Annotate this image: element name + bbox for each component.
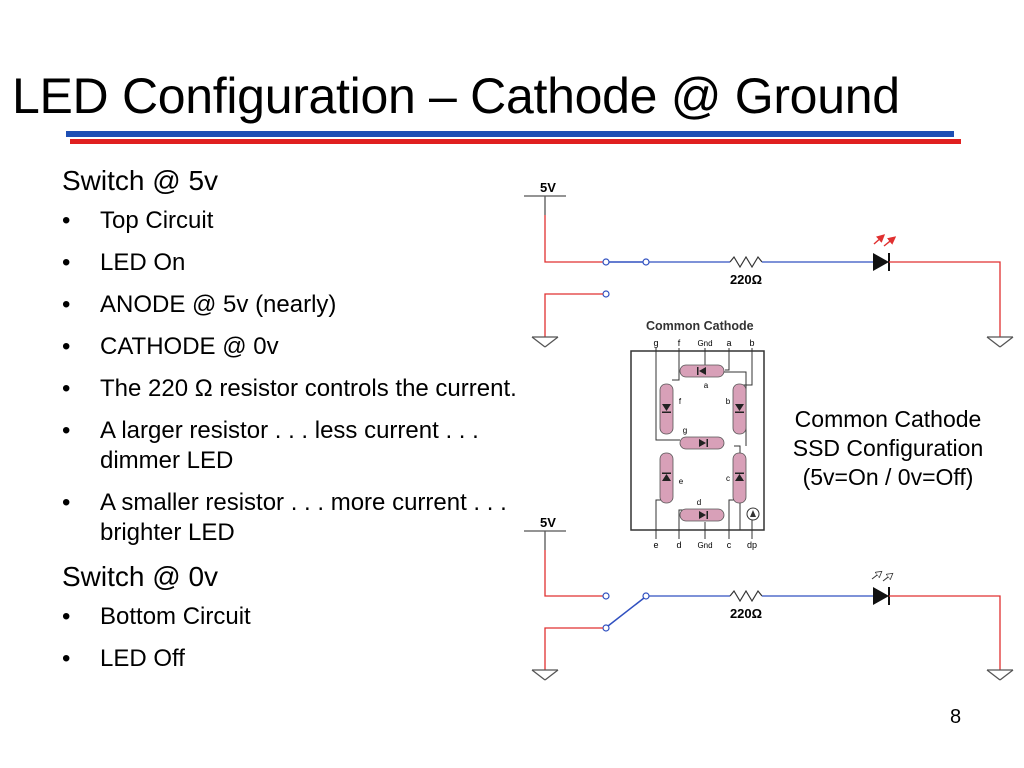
light-ray-icon xyxy=(883,236,897,247)
switch-blade xyxy=(607,597,645,627)
bullet-text: ANODE @ 5v (nearly) xyxy=(100,291,337,318)
title-underline-blue xyxy=(66,131,954,137)
switch-terminal xyxy=(642,258,650,266)
caption-line: Common Cathode xyxy=(794,406,982,432)
resistor-symbol xyxy=(729,589,763,603)
led-diode-on xyxy=(873,253,889,271)
bullet-item: •LED Off xyxy=(62,645,185,672)
bullet-item: •The 220 Ω resistor controls the current… xyxy=(62,375,517,402)
resistor-label: 220Ω xyxy=(730,606,762,621)
wire xyxy=(544,627,603,670)
light-ray-icon xyxy=(873,234,886,245)
segment-diode-icons xyxy=(662,367,744,519)
segment-letter: f xyxy=(679,397,682,406)
bullet-item: •Top Circuit xyxy=(62,207,214,234)
wire xyxy=(544,550,603,597)
switch-terminal xyxy=(642,592,650,600)
caption-line: (5v=On / 0v=Off) xyxy=(802,464,974,490)
bullet-item: •Bottom Circuit xyxy=(62,603,251,630)
segment-letter: d xyxy=(697,498,701,507)
seven-segment-display: g f Gnd a b e d Gnd c dp xyxy=(630,338,765,550)
wire xyxy=(544,293,603,337)
ground-icon xyxy=(531,669,559,681)
bullet-text: Bottom Circuit xyxy=(100,603,251,630)
bullet-item: •A smaller resistor . . . more current .… xyxy=(62,489,507,546)
resistor-label: 220Ω xyxy=(730,272,762,287)
page-number: 8 xyxy=(950,706,962,728)
top-circuit: 5V 220Ω xyxy=(524,180,1014,348)
ground-icon xyxy=(531,336,559,348)
wire xyxy=(889,261,1001,337)
bullet-list: Switch @ 5v •Top Circuit •LED On •ANODE … xyxy=(62,164,532,686)
bullet-item: •CATHODE @ 0v xyxy=(62,333,279,360)
light-ray-icon xyxy=(871,572,881,580)
bullet-item: •A larger resistor . . . less current . … xyxy=(62,417,479,474)
supply-label: 5V xyxy=(540,515,556,530)
bottom-circuit: 5V 220Ω xyxy=(524,515,1014,681)
resistor-symbol xyxy=(729,255,763,269)
bullet-text: Top Circuit xyxy=(100,207,214,234)
heading-switch-5v: Switch @ 5v xyxy=(62,165,219,196)
ground-icon xyxy=(986,669,1014,681)
switch-terminal xyxy=(602,258,610,266)
ssd-pin-label: dp xyxy=(747,540,757,550)
led-diode-off xyxy=(873,587,889,605)
caption-line: SSD Configuration xyxy=(792,435,984,461)
segment-letter: e xyxy=(679,477,684,486)
segment-letter: g xyxy=(683,426,687,435)
supply-label: 5V xyxy=(540,180,556,195)
ssd-pin-label: b xyxy=(749,338,754,348)
bullet-text: LED On xyxy=(100,249,186,276)
ssd-pin-label: d xyxy=(676,540,681,550)
title-underline-red xyxy=(70,139,961,144)
ssd-title: Common Cathode xyxy=(646,319,754,333)
ssd-pin-label: Gnd xyxy=(697,541,712,550)
ssd-caption: Common Cathode SSD Configuration (5v=On … xyxy=(772,405,1004,492)
switch-terminal xyxy=(602,290,610,298)
wire xyxy=(544,215,603,263)
segment-letter: a xyxy=(704,381,709,390)
ssd-pin-label: a xyxy=(726,338,731,348)
bullet-item: •ANODE @ 5v (nearly) xyxy=(62,291,337,318)
bullet-text: A smaller resistor . . . more current . … xyxy=(100,489,507,546)
ssd-pin-label: e xyxy=(653,540,658,550)
bullet-text: LED Off xyxy=(100,645,185,672)
ground-icon xyxy=(986,336,1014,348)
slide-title: LED Configuration – Cathode @ Ground xyxy=(12,68,900,124)
wire xyxy=(889,595,1001,670)
heading-switch-0v: Switch @ 0v xyxy=(62,561,219,592)
light-ray-icon xyxy=(882,574,892,582)
segment-letter: b xyxy=(726,397,731,406)
ssd-pin-label: Gnd xyxy=(697,339,712,348)
ssd-pin-label: f xyxy=(678,338,681,348)
ssd-pin-label: g xyxy=(653,338,658,348)
bullet-item: •LED On xyxy=(62,249,186,276)
bullet-text: A larger resistor . . . less current . .… xyxy=(100,417,479,474)
ssd-pin-label: c xyxy=(727,540,732,550)
bullet-text: CATHODE @ 0v xyxy=(100,333,279,360)
switch-terminal xyxy=(602,592,610,600)
dp-diode-icon xyxy=(750,510,756,517)
segment-letter: c xyxy=(726,474,730,483)
bullet-text: The 220 Ω resistor controls the current. xyxy=(100,375,517,402)
